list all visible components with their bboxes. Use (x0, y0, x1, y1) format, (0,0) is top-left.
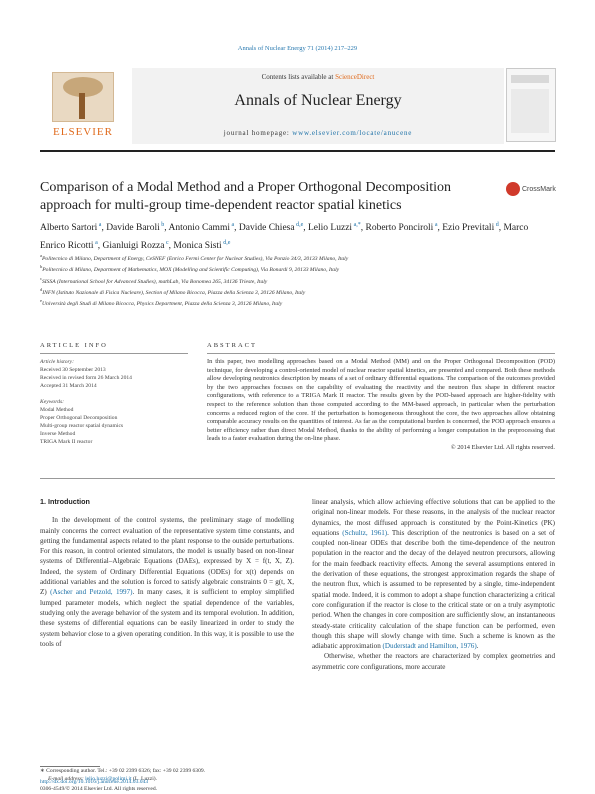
keyword-item: Modal Method (40, 407, 74, 413)
journal-homepage: journal homepage: www.elsevier.com/locat… (132, 129, 504, 137)
intro-text: In the development of the control system… (40, 516, 294, 597)
keyword-item: Inverse Method (40, 431, 76, 437)
corresponding-author-note: ∗ Corresponding author. Tel.: +39 02 239… (40, 768, 206, 774)
body-divider (40, 478, 555, 479)
author-name[interactable]: Marco Enrico Ricotti a (40, 223, 529, 252)
email-suffix: (L. Luzzi). (131, 775, 158, 782)
history-item: Received 30 September 2013 (40, 367, 106, 373)
citation-link[interactable]: (Duderstadt and Hamilton, 1976) (382, 642, 477, 651)
author-affiliation-marker[interactable]: d (494, 222, 499, 228)
author-name[interactable]: Davide Baroli b (106, 222, 165, 234)
homepage-link[interactable]: www.elsevier.com/locate/anucene (292, 129, 413, 137)
author-name[interactable]: Roberto Ponciroli a (365, 222, 438, 234)
journal-title: Annals of Nuclear Energy (234, 92, 402, 109)
author-affiliation-marker[interactable]: a (93, 240, 98, 247)
body-left-column: 1. Introduction In the development of th… (40, 497, 294, 649)
article-info-divider (40, 353, 188, 354)
keywords-label: Keywords: (40, 399, 65, 405)
header-divider (40, 150, 555, 152)
intro-text: . (476, 642, 479, 651)
author-name[interactable]: Antonio Cammi a (168, 222, 235, 234)
affiliation-marker: e (40, 298, 42, 304)
affiliation-marker: a (40, 253, 42, 258)
citation-link[interactable]: (Schultz, 1961) (342, 528, 388, 537)
author-affiliation-marker[interactable]: a (97, 222, 102, 228)
author-affiliation-marker[interactable]: d,e (221, 240, 231, 247)
keyword-item: TRIGA Mark II reactor (40, 439, 93, 445)
author-affiliation-marker[interactable]: a,* (352, 222, 361, 228)
author-affiliation-marker[interactable]: b (159, 222, 165, 228)
section-heading: 1. Introduction (40, 497, 90, 506)
affiliation-item: eUniversità degli Studi di Milano Bicocc… (40, 298, 283, 308)
journal-reference[interactable]: Annals of Nuclear Energy 71 (2014) 217–2… (237, 45, 358, 52)
affiliation-item: cSISSA (International School for Advance… (40, 275, 268, 285)
abstract-label: ABSTRACT (207, 342, 257, 349)
author-name[interactable]: Lelio Luzzi a,* (308, 222, 361, 234)
elsevier-wordmark: ELSEVIER (53, 126, 113, 138)
footnote-divider (40, 766, 100, 767)
article-title: Comparison of a Modal Method and a Prope… (40, 180, 451, 213)
contents-prefix: Contents lists available at (261, 73, 336, 81)
crossmark-button[interactable]: CrossMark (506, 180, 556, 198)
intro-text-continued: . In many cases, it is sufficient to emp… (40, 588, 294, 648)
author-name[interactable]: Davide Chiesa d,e (238, 222, 304, 234)
author-name[interactable]: Ezio Previtali d (442, 222, 499, 234)
affiliation-marker: d (40, 287, 43, 293)
keyword-item: Multi-group reactor spatial dynamics (40, 423, 124, 429)
intro-paragraph: In the development of the control system… (40, 515, 294, 649)
affiliation-list: aPolitecnico di Milano, Department of En… (40, 252, 555, 309)
affiliation-item: aPolitecnico di Milano, Department of En… (40, 253, 349, 262)
article-info: ARTICLE INFO Article history: Received 3… (40, 342, 188, 446)
abstract-section: ABSTRACT In this paper, two modelling ap… (207, 342, 555, 453)
author-affiliation-marker[interactable]: d,e (294, 222, 304, 228)
author-affiliation-marker[interactable]: a (433, 222, 438, 228)
affiliation-item: dINFN (Istituto Nazionale di Fisica Nucl… (40, 287, 306, 296)
author-name[interactable]: Monica Sisti d,e (173, 240, 231, 252)
cover-image (511, 89, 549, 133)
issn-line: 0306-4549/© 2014 Elsevier Ltd. All right… (40, 786, 158, 792)
abstract-text: In this paper, two modelling approaches … (207, 358, 555, 443)
history-label: Article history: (40, 359, 75, 365)
history-item: Accepted 31 March 2014 (40, 383, 97, 389)
author-name[interactable]: Alberto Sartori a (40, 222, 102, 234)
email-link[interactable]: lelio.luzzi@polimi.it (85, 775, 132, 782)
abstract-copyright: © 2014 Elsevier Ltd. All rights reserved… (450, 443, 555, 451)
author-affiliation-marker[interactable]: a (229, 222, 235, 228)
affiliation-marker: c (40, 275, 42, 281)
sciencedirect-link[interactable]: ScienceDirect (335, 73, 375, 81)
article-info-label: ARTICLE INFO (40, 342, 108, 349)
body-right-column: linear analysis, which allow achieving e… (312, 497, 555, 672)
affiliation-marker: b (40, 264, 43, 270)
author-affiliation-marker[interactable]: c (164, 240, 169, 247)
crossmark-label: CrossMark (522, 185, 556, 193)
journal-header: ELSEVIER Contents lists available at Sci… (40, 68, 556, 146)
intro-paragraph: Otherwise, whether the reactors are char… (312, 652, 555, 671)
intro-text: linear analysis, which allow achieving e… (312, 498, 555, 537)
affiliation-item: bPolitecnico di Milano, Department of Ma… (40, 264, 340, 274)
doi-link[interactable]: http://dx.doi.org/10.1016/j.anucene.2014… (40, 779, 149, 785)
abstract-divider (207, 353, 555, 354)
email-label: E-mail address: (48, 775, 86, 782)
keyword-item: Proper Orthogonal Decomposition (40, 415, 118, 421)
author-name[interactable]: Gianluigi Rozza c (102, 240, 169, 252)
intro-text: . This description of the neutronics is … (312, 528, 555, 651)
journal-banner: Contents lists available at ScienceDirec… (132, 68, 504, 144)
citation-link[interactable]: (Ascher and Petzold, 1997) (50, 588, 133, 597)
author-list: Alberto Sartori a, Davide Baroli b, Anto… (40, 222, 529, 252)
homepage-label: journal homepage: (223, 129, 293, 137)
journal-cover-thumbnail[interactable] (506, 68, 556, 142)
email-note: E-mail address: lelio.luzzi@polimi.it (L… (40, 776, 300, 784)
footnote: ∗ Corresponding author. Tel.: +39 02 239… (40, 768, 300, 783)
history-item: Received in revised form 26 March 2014 (40, 375, 132, 381)
cover-stripe (511, 75, 549, 83)
elsevier-tree-icon (52, 72, 114, 122)
elsevier-logo[interactable]: ELSEVIER (40, 72, 126, 142)
intro-paragraph-continued: linear analysis, which allow achieving e… (312, 497, 555, 651)
contents-line: Contents lists available at ScienceDirec… (132, 73, 504, 81)
crossmark-icon (506, 182, 520, 197)
